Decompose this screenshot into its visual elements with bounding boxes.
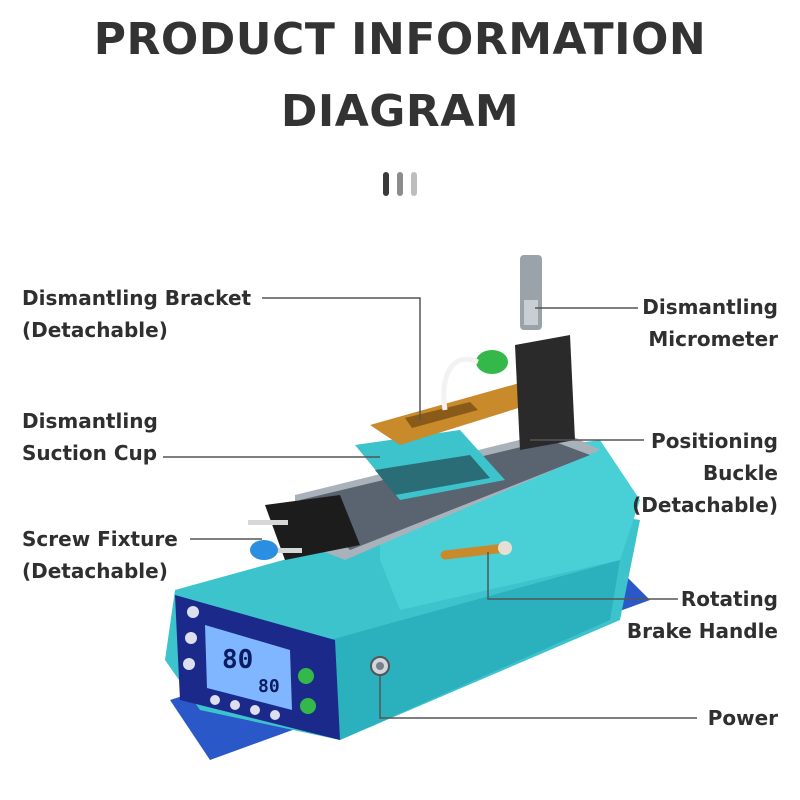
label-line: Positioning <box>651 429 778 453</box>
label-dismantling-bracket: Dismantling Bracket (Detachable) <box>22 282 251 346</box>
label-line: Screw Fixture <box>22 527 178 551</box>
panel-touch-key[interactable] <box>250 705 260 715</box>
micrometer-thimble <box>524 300 538 325</box>
rear-support <box>515 335 575 450</box>
label-dismantling-micrometer: Dismantling Micrometer <box>642 291 778 355</box>
divider-bar <box>397 172 403 196</box>
label-line: (Detachable) <box>22 559 168 583</box>
label-power: Power <box>708 702 778 734</box>
panel-touch-key[interactable] <box>210 695 220 705</box>
label-line: Power <box>707 706 778 730</box>
panel-icon <box>185 632 197 644</box>
suction-cup-grid <box>375 455 490 495</box>
label-positioning-buckle: Positioning Buckle (Detachable) <box>632 425 778 521</box>
label-rotating-brake-handle: Rotating Brake Handle <box>627 583 778 647</box>
divider-bar <box>411 172 417 196</box>
panel-touch-key[interactable] <box>270 710 280 720</box>
panel-touch-key[interactable] <box>230 700 240 710</box>
leader-brake <box>487 552 678 600</box>
clamp-rod <box>262 548 302 553</box>
divider-bars-icon <box>381 172 421 196</box>
slide-tray-top <box>300 440 590 550</box>
label-line: (Detachable) <box>632 493 778 517</box>
label-line: Dismantling Bracket <box>22 286 252 310</box>
lcd-temp-right: 80 <box>258 676 280 697</box>
label-line: Buckle <box>702 461 778 485</box>
lcd-temp-left: 80 <box>222 645 253 675</box>
leader-bracket <box>262 297 421 420</box>
label-line: Rotating <box>680 587 778 611</box>
label-line: Dismantling <box>642 295 778 319</box>
lcd-screen <box>205 625 292 710</box>
divider-bar <box>383 172 389 196</box>
brake-handle-tip <box>498 541 512 555</box>
page-title-line2: DIAGRAM <box>280 86 520 137</box>
label-line: Suction Cup <box>22 441 158 465</box>
leader-power <box>379 675 697 719</box>
screw-knob[interactable] <box>250 540 278 560</box>
power-switch-core <box>376 662 384 670</box>
green-button-top[interactable] <box>298 668 314 684</box>
green-button-bottom[interactable] <box>300 698 316 714</box>
label-dismantling-suction-cup: Dismantling Suction Cup <box>22 405 158 469</box>
label-line: Brake Handle <box>626 619 778 643</box>
air-tube <box>441 357 479 411</box>
front-clamp <box>265 495 360 560</box>
page-title-line1: PRODUCT INFORMATION <box>93 14 707 65</box>
bracket-slot <box>405 402 478 428</box>
label-line: Micrometer <box>648 327 778 351</box>
panel-icon <box>183 658 195 670</box>
label-line: Dismantling <box>22 409 158 433</box>
clamp-rod <box>248 520 288 525</box>
leader-lines <box>163 297 697 719</box>
green-fitting <box>476 350 508 374</box>
machine-body-side <box>330 560 620 740</box>
label-screw-fixture: Screw Fixture (Detachable) <box>22 523 178 587</box>
panel-icon <box>187 606 199 618</box>
label-line: (Detachable) <box>22 318 168 342</box>
brake-handle[interactable] <box>440 543 510 560</box>
